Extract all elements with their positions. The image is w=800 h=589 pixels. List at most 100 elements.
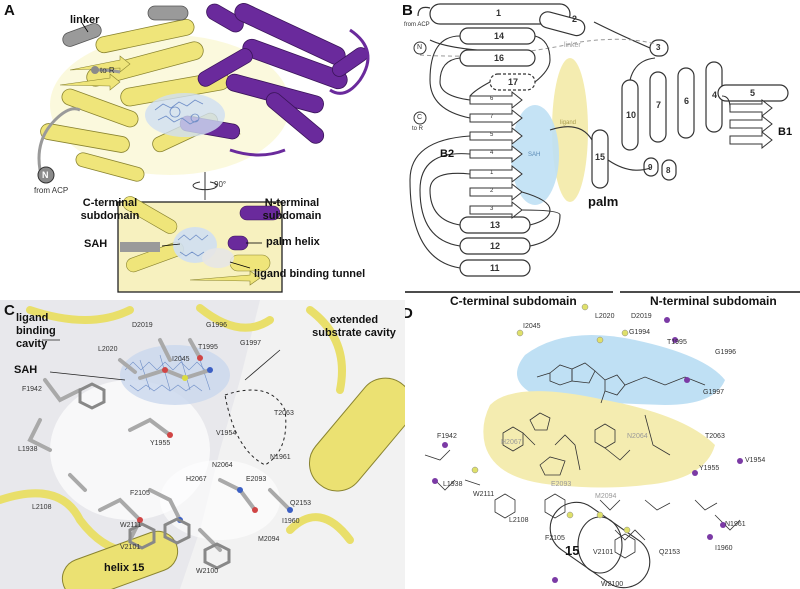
res-y1955: Y1955 [150,440,171,447]
c-term-b-label: C [417,114,423,121]
res-d-l1938: L1938 [443,481,463,488]
strand-2-label: 2 [490,188,494,194]
strand-6-label: 6 [490,96,494,102]
helix15-c-label: helix 15 [104,562,145,574]
strand-7-label: 7 [490,114,494,120]
helix-14-label: 14 [494,31,505,41]
res-n2064: N2064 [212,462,233,469]
c-sub-d-label: C-terminal subdomain [450,294,577,308]
res-d-t1995: T1995 [667,339,687,346]
helix-9-label: 9 [648,163,653,172]
res-d-q2153: Q2153 [659,549,681,556]
res-l2020: L2020 [98,346,118,353]
res-d-n2064: N2064 [627,433,648,440]
res-d-m2094: M2094 [595,493,617,500]
res-d-i2045: I2045 [523,323,541,330]
res-d-w2111: W2111 [473,491,495,498]
panel-b-topology [409,3,789,277]
res-d-e2093: E2093 [551,481,572,488]
palm-label: palm [588,194,619,209]
res-d-g1994: G1994 [629,329,651,336]
helix-11-label: 11 [490,263,500,273]
res-d-f1942: F1942 [437,433,457,440]
helix-2-label: 2 [572,14,578,24]
res-d-d2019: D2019 [631,313,652,320]
sah-c-label: SAH [14,364,38,376]
res-f2105: F2105 [130,490,150,497]
n-terminal-subdomain-label: N-terminal subdomain [262,197,322,222]
strand-3-label: 3 [490,206,494,212]
from-acp-label: from ACP [34,186,69,195]
helix-10-label: 10 [626,110,637,120]
panel-a: A [0,0,400,300]
res-v2101: V2101 [120,544,141,551]
res-d-v2101: V2101 [593,549,614,556]
res-d-h2067: H2067 [501,439,522,446]
res-h2067: H2067 [186,476,207,483]
panel-d: D C-terminal subdomain N-terminal subdom… [405,285,800,589]
extended-cavity-label: extended substrate cavity [312,314,396,339]
helix-17-label: 17 [508,77,519,87]
ligand-label: ligand [560,120,577,126]
res-f1942: F1942 [22,386,42,393]
res-v1954: V1954 [216,430,237,437]
res-d-l2020: L2020 [595,313,615,320]
to-r-label: to R [100,66,115,75]
n-term-b-label: N [417,44,423,51]
linker-label: linker [70,14,100,26]
res-w2111: W2111 [120,522,142,529]
sah-label: SAH [84,238,108,250]
from-acp-b-label: from ACP [404,22,430,28]
res-d-i1960: I1960 [715,545,733,552]
palm-helix-label: palm helix [266,236,320,248]
helix-7-label: 7 [656,100,662,110]
helix-13-label: 13 [490,220,501,230]
res-t1995: T1995 [198,344,218,351]
res-g1996: G1996 [206,322,228,329]
res-n1961: N1961 [270,454,291,461]
res-l2108: L2108 [32,504,52,511]
ligand-tunnel-label: ligand binding tunnel [254,268,366,280]
res-t2063: T2063 [274,410,294,417]
res-d-g1997: G1997 [703,389,725,396]
panel-c: C ligand binding cavity SAH extended sub… [0,300,405,589]
rotation-label: 90° [214,180,227,189]
res-l1938: L1938 [18,446,38,453]
helix-3-label: 3 [656,43,661,52]
n-sub-d-label: N-terminal subdomain [650,294,777,308]
b1-label: B1 [778,126,793,138]
helix-5-label: 5 [750,88,756,98]
helix-16-label: 16 [494,53,505,63]
helix-1-label: 1 [496,8,502,18]
strand-1-label: 1 [490,170,494,176]
panel-c-label: C [4,302,15,319]
panel-a-label: A [4,2,15,19]
res-e2093: E2093 [246,476,267,483]
helix-12-label: 12 [490,241,501,251]
linker-b-label: linker [564,42,581,49]
res-d-l2108: L2108 [509,517,529,524]
panel-d-interaction-map [405,291,800,589]
res-w2100: W2100 [196,568,219,575]
b2-label: B2 [440,148,455,160]
helix-6-label: 6 [684,96,690,106]
res-i2045: I2045 [172,356,190,363]
panel-b: B [400,0,800,300]
helix-15-label: 15 [595,152,606,162]
res-d-f2105: F2105 [545,535,565,542]
c-terminal-subdomain-label: C-terminal subdomain [80,197,140,222]
panel-c-structure [0,300,405,589]
strand-4-label: 4 [490,150,494,156]
res-q2153: Q2153 [290,500,312,507]
helix-4-label: 4 [712,90,718,100]
to-r-b-label: to R [412,126,424,132]
res-d2019: D2019 [132,322,153,329]
ligand-cavity-label: ligand binding cavity [16,312,56,350]
res-i1960: I1960 [282,518,300,525]
res-d-g1996: G1996 [715,349,737,356]
strand-5-label: 5 [490,132,494,138]
res-d-w2100: W2100 [601,581,624,588]
panel-b-label: B [402,2,413,19]
sah-b-label: SAH [528,152,541,158]
res-d-v1954: V1954 [745,457,766,464]
